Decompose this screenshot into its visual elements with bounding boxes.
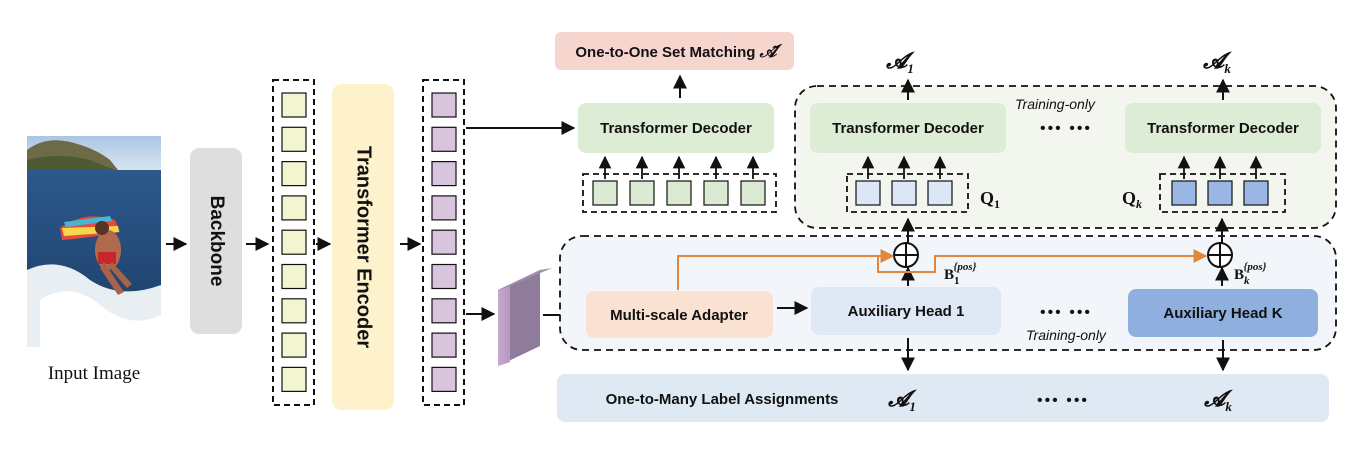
multi-scale-adapter-label: Multi-scale Adapter: [610, 307, 748, 324]
main-queries-frame: [582, 173, 777, 213]
one-to-one-matching-label: One-to-One Set Matching 𝒜̃: [575, 41, 782, 61]
transformer-decoder-1: [810, 103, 1006, 153]
q1-query-token: [927, 180, 953, 206]
main-transformer-decoder: [578, 103, 774, 153]
encoder-token: [431, 332, 457, 358]
backbone-tokens-frame: [272, 79, 315, 406]
main-query-token: [703, 180, 729, 206]
backbone-token: [281, 92, 307, 118]
main-query-token: [629, 180, 655, 206]
backbone-token: [281, 263, 307, 290]
multi-scale-adapter: [586, 291, 773, 338]
backbone-token: [281, 366, 307, 392]
encoder-tokens: [431, 92, 457, 392]
encoder-token: [431, 366, 457, 392]
qk-label: Qk: [1122, 188, 1142, 211]
main-query-token: [666, 180, 692, 206]
decoder-k-label: Transformer Decoder: [1147, 120, 1299, 137]
encoder-token: [431, 229, 457, 255]
auxiliary-head-k-label: Auxiliary Head K: [1163, 305, 1282, 322]
one-to-many-assignments-bar: [557, 374, 1329, 422]
encoder-token: [431, 298, 457, 324]
encoder-token: [431, 92, 457, 118]
encoder-token: [431, 161, 457, 187]
output-ak-top: 𝓐k: [1202, 48, 1232, 76]
auxiliary-head-1: [811, 287, 1001, 335]
qk-query-tokens: [1171, 155, 1269, 206]
decoder-1-label: Transformer Decoder: [832, 120, 984, 137]
orange-route-to-plus-1: [677, 249, 895, 290]
auxiliary-head-1-label: Auxiliary Head 1: [848, 303, 965, 320]
backbone-tokens: [281, 92, 307, 392]
encoder-token: [431, 263, 457, 290]
qk-queries-frame: [1159, 173, 1286, 213]
output-a1-top: 𝓐1: [885, 48, 915, 76]
q1-queries-frame: [846, 173, 969, 213]
qk-query-token: [1243, 180, 1269, 206]
backbone-token: [281, 229, 307, 255]
backbone-token: [281, 161, 307, 187]
aux-ellipsis: ••• •••: [1040, 304, 1092, 321]
q1-query-tokens: [855, 155, 953, 206]
encoder-token: [431, 195, 457, 221]
bk-pos-label: Bk{pos}: [1234, 261, 1267, 287]
decoder-ellipsis: ••• •••: [1040, 120, 1092, 137]
one-to-many-label: One-to-Many Label Assignments: [606, 391, 839, 408]
backbone-block: [190, 148, 242, 334]
one-to-one-matching-box: [555, 32, 794, 70]
qk-query-token: [1207, 180, 1233, 206]
input-image-caption: Input Image: [48, 363, 140, 384]
assign-ellipsis: ••• •••: [1037, 392, 1089, 409]
backbone-token: [281, 332, 307, 358]
transformer-decoder-k: [1125, 103, 1321, 153]
auxiliary-head-k: [1128, 289, 1318, 337]
encoder-tokens-frame: [422, 79, 465, 406]
backbone-token: [281, 195, 307, 221]
q1-label: Q1: [980, 188, 1000, 211]
transformer-encoder-block: [332, 84, 394, 410]
decoder-region-training-only: Training-only: [1015, 96, 1096, 112]
qk-query-token: [1171, 180, 1197, 206]
main-query-token: [592, 180, 618, 206]
input-image: [27, 136, 161, 347]
backbone-token: [281, 298, 307, 324]
b1-pos-label: B1{pos}: [944, 261, 977, 287]
main-decoder-queries: [592, 155, 766, 206]
feature-map-block: [498, 268, 552, 366]
orange-route-to-plus-k: [877, 249, 1208, 273]
transformer-encoder-label: Transformer Encoder: [353, 146, 375, 349]
backbone-token: [281, 126, 307, 152]
encoder-token: [431, 126, 457, 152]
q1-query-token: [891, 180, 917, 206]
backbone-label: Backbone: [206, 196, 227, 287]
main-decoder-label: Transformer Decoder: [600, 120, 752, 137]
main-query-token: [740, 180, 766, 206]
q1-query-token: [855, 180, 881, 206]
aux-region-training-only: Training-only: [1026, 327, 1107, 343]
